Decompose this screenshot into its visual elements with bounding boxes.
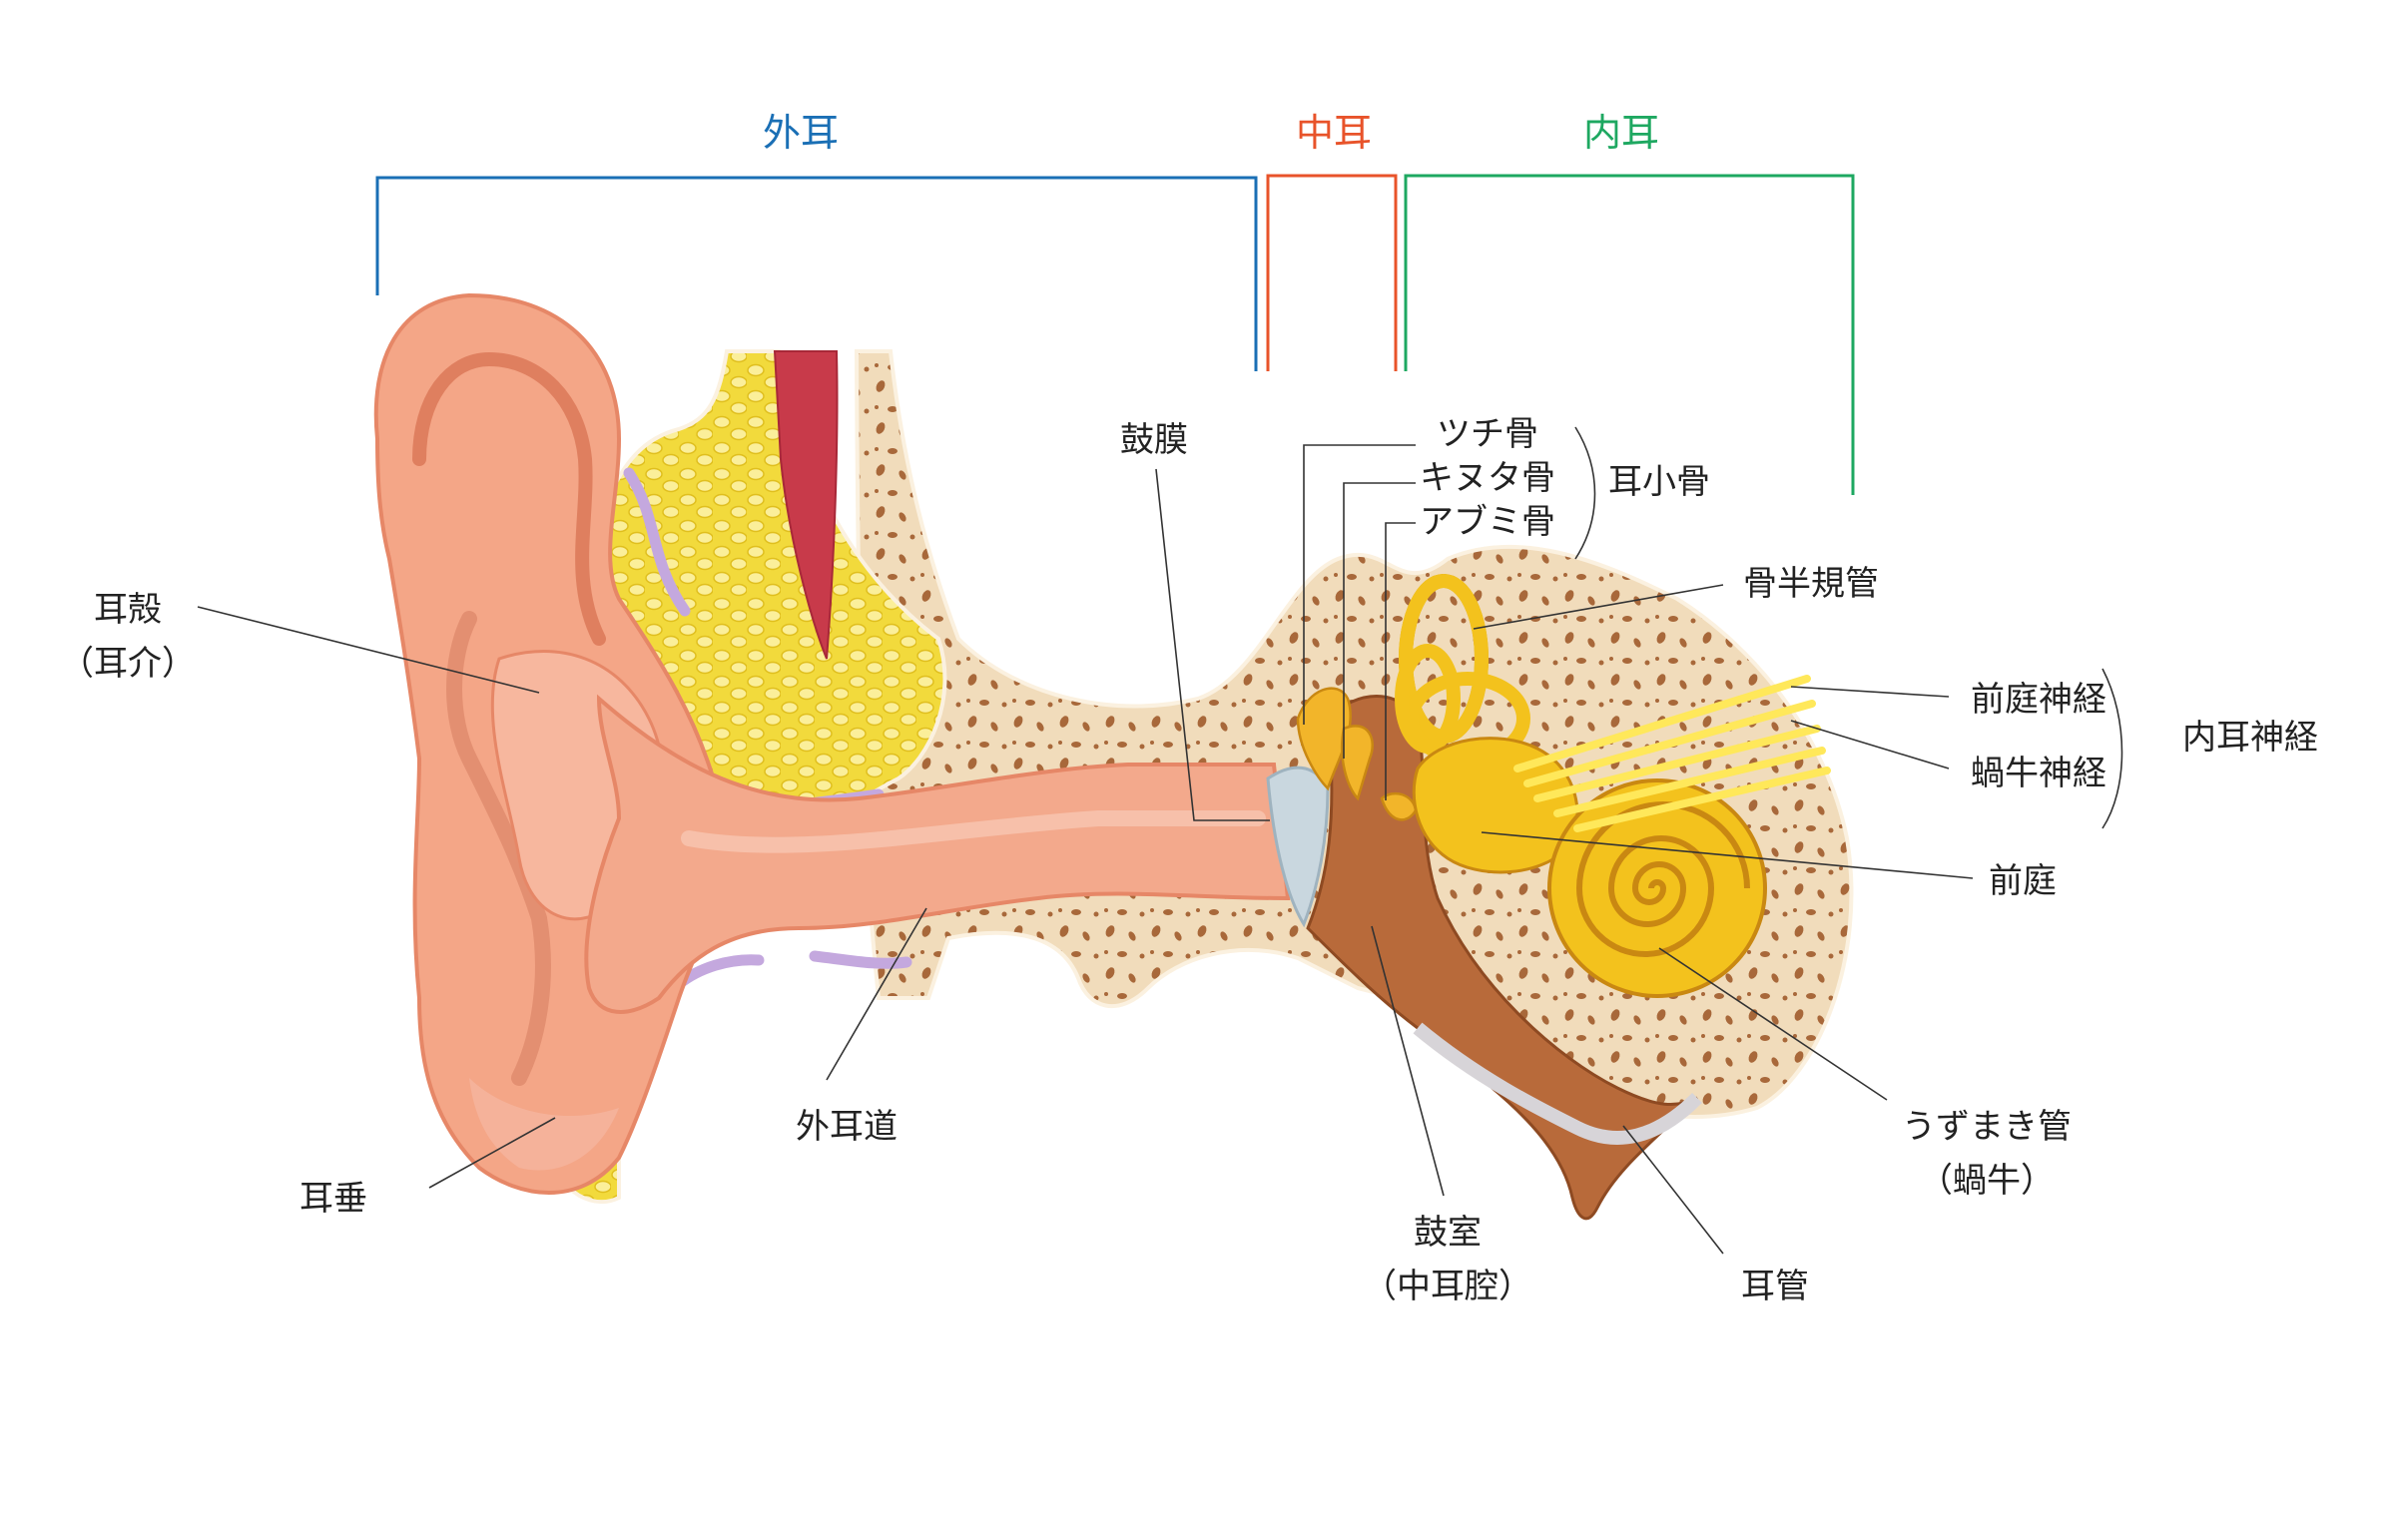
pinna-helix	[412, 351, 606, 646]
outer-ear-label: 外耳	[763, 111, 839, 155]
leader-eustachian	[1622, 1125, 1724, 1255]
label-vestibule: 前庭	[1989, 861, 2057, 901]
label-tympanic: 鼓室	[1414, 1213, 1482, 1253]
label-semicircular: 骨半規管	[1743, 564, 1879, 604]
middle-ear-label: 中耳	[1296, 111, 1372, 155]
label-cochlea: うずまき管	[1902, 1107, 2072, 1147]
blood-vessel	[773, 350, 839, 660]
leader-stapes	[1385, 522, 1416, 800]
ossicles-brace	[1574, 426, 1596, 560]
leader-lines	[197, 426, 2123, 1255]
label-cochlea-alt: （蝸牛）	[1919, 1161, 2055, 1201]
leader-cochlear-nerve	[1790, 720, 1950, 770]
inner-ear-nerve-bundle	[1513, 675, 1831, 832]
semicircular-canals	[1395, 574, 1530, 766]
leader-vestibular-nerve	[1790, 686, 1950, 698]
pinna-antihelix	[446, 611, 551, 1086]
inner-ear-bracket: 内耳	[1404, 111, 1855, 495]
leader-malleus	[1303, 444, 1416, 725]
middle-ear-bracket: 中耳	[1266, 111, 1398, 371]
leader-incus	[1343, 482, 1416, 759]
label-vestibular-nerve: 前庭神経	[1971, 680, 2106, 720]
eustachian-tube-lining	[1413, 1022, 1702, 1145]
label-eustachian: 耳管	[1741, 1267, 1809, 1306]
ear-canal-highlight	[681, 810, 1266, 853]
outer-ear-bracket-line	[375, 176, 1258, 371]
label-eardrum: 鼓膜	[1120, 420, 1188, 460]
inner-ear-label: 内耳	[1583, 111, 1659, 155]
cochlea-shape	[1547, 778, 1767, 998]
label-pinna-alt: （耳介）	[60, 644, 196, 684]
leader-cochlea	[1658, 947, 1888, 1101]
inner-ear-nerve-brace	[2101, 668, 2123, 829]
label-malleus: ツチ骨	[1437, 414, 1538, 454]
incus-shape	[1340, 725, 1374, 801]
leader-eardrum	[1155, 468, 1270, 821]
inner-ear-bracket-line	[1404, 174, 1855, 495]
leader-lobe	[428, 1117, 556, 1189]
leader-semicircular	[1473, 584, 1724, 630]
label-canal: 外耳道	[796, 1107, 898, 1147]
leader-pinna	[197, 606, 540, 694]
label-inner-ear-nerve: 内耳神経	[2182, 718, 2318, 758]
label-ossicles: 耳小骨	[1608, 462, 1710, 502]
label-cochlear-nerve: 蝸牛神経	[1971, 754, 2106, 793]
leader-vestibule	[1481, 831, 1974, 879]
outer-ear-bracket: 外耳	[375, 111, 1258, 371]
label-lobe: 耳垂	[300, 1179, 367, 1219]
label-tympanic-alt: （中耳腔）	[1363, 1267, 1532, 1306]
label-incus: キヌタ骨	[1420, 458, 1555, 498]
leader-tympanic	[1371, 925, 1445, 1197]
label-stapes: アブミ骨	[1420, 502, 1555, 542]
middle-ear-bracket-line	[1266, 174, 1398, 371]
leader-canal	[826, 907, 927, 1081]
label-pinna: 耳殻	[94, 590, 162, 630]
eardrum-shape	[1266, 766, 1330, 928]
